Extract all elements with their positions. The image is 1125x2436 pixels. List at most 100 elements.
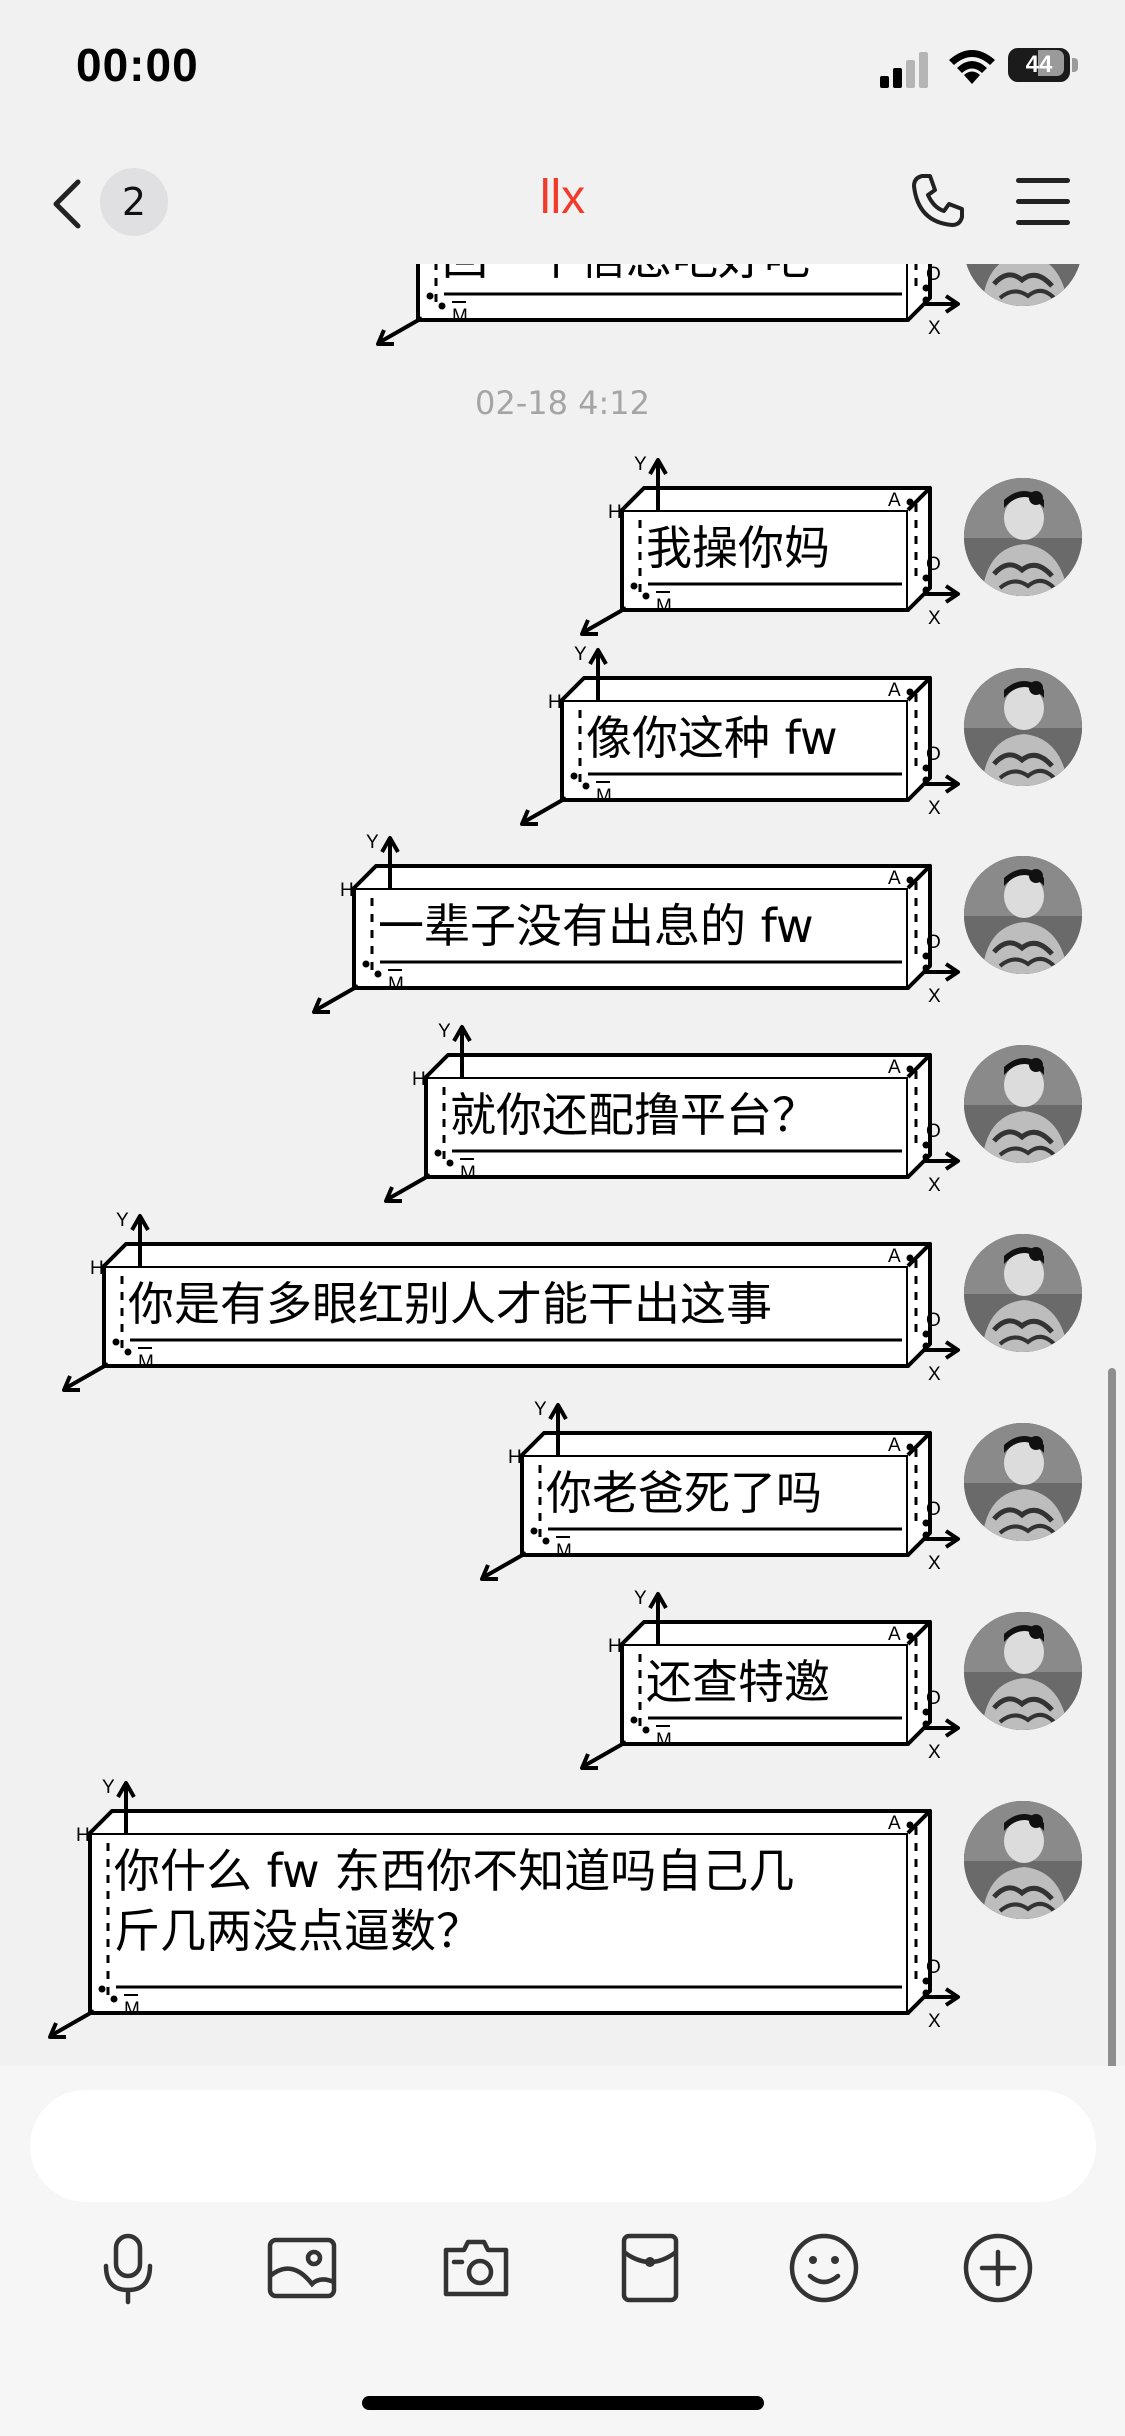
frame-axis-label: H	[76, 1825, 90, 1846]
sender-avatar[interactable]	[964, 1801, 1082, 1919]
frame-axis-label: X	[928, 1553, 941, 1574]
frame-dot	[922, 1342, 930, 1350]
frame-dot	[922, 764, 930, 772]
frame-axis-label: A	[888, 1246, 901, 1267]
frame-axis-label: O	[926, 264, 941, 285]
composer-area	[0, 2066, 1125, 2436]
frame-axis-label: O	[926, 554, 941, 575]
frame-axis-label: H	[412, 1069, 426, 1090]
frame-dot	[922, 1141, 930, 1149]
frame-dot	[906, 1821, 914, 1829]
frame-axis-label: H	[608, 1636, 622, 1657]
message-list[interactable]: 02-18 4:12 AOXM回一下信息吧好吧YHAOXM我操你妈YHAOXM像…	[0, 264, 1125, 2066]
message-timestamp: 02-18 4:12	[474, 384, 650, 422]
frame-axis-label: M	[556, 1541, 572, 1562]
camera-icon[interactable]	[436, 2228, 516, 2308]
frame-dot	[906, 1443, 914, 1451]
frame-dot	[438, 302, 446, 310]
message-text[interactable]: 你什么 fw 东西你不知道吗自己几斤几两没点逼数？	[114, 1841, 794, 1961]
frame-dot	[922, 1989, 930, 1997]
frame-axis-label: H	[508, 1447, 522, 1468]
unread-count-badge: 2	[100, 168, 168, 236]
sender-avatar[interactable]	[964, 668, 1082, 786]
frame-dot	[642, 592, 650, 600]
frame-axis-label: Y	[116, 1210, 129, 1231]
frame-dot	[542, 1537, 550, 1545]
frame-dot	[922, 964, 930, 972]
frame-dot	[374, 970, 382, 978]
frame-dot	[922, 1519, 930, 1527]
frame-dot	[922, 1720, 930, 1728]
frame-axis-label: M	[460, 1163, 476, 1184]
sender-avatar[interactable]	[964, 1612, 1082, 1730]
frame-dot	[906, 688, 914, 696]
frame-dot	[642, 1726, 650, 1734]
frame-dot	[112, 1338, 120, 1346]
frame-dot	[570, 772, 578, 780]
frame-dot	[446, 1159, 454, 1167]
message-row: AOXM回一下信息吧好吧	[0, 264, 1125, 346]
frame-dot	[922, 574, 930, 582]
frame-dot	[906, 876, 914, 884]
message-text-line: 你是有多眼红别人才能干出这事	[128, 1277, 772, 1331]
message-text[interactable]: 我操你妈	[646, 518, 830, 578]
frame-axis-label: Y	[534, 1399, 547, 1420]
frame-axis-label: Y	[574, 644, 587, 665]
sender-avatar[interactable]	[964, 478, 1082, 596]
image-icon[interactable]	[262, 2228, 342, 2308]
frame-dot	[630, 582, 638, 590]
message-text[interactable]: 像你这种 fw	[586, 708, 838, 768]
message-text-line: 一辈子没有出息的 fw	[378, 899, 814, 953]
sender-avatar[interactable]	[964, 1045, 1082, 1163]
message-text-line: 你什么 fw 东西你不知道吗自己几	[114, 1844, 795, 1898]
cellular-signal-icon	[880, 52, 928, 88]
emoji-icon[interactable]	[784, 2228, 864, 2308]
frame-axis-label: M	[656, 596, 672, 617]
frame-dot	[530, 1527, 538, 1535]
message-text[interactable]: 一辈子没有出息的 fw	[378, 896, 814, 956]
status-bar: 00:00 44	[0, 0, 1125, 140]
sender-avatar[interactable]	[964, 856, 1082, 974]
microphone-icon[interactable]	[88, 2228, 168, 2308]
message-text-line: 我操你妈	[646, 521, 830, 575]
back-button[interactable]: 2	[50, 168, 180, 240]
frame-axis-label: A	[888, 868, 901, 889]
frame-dot	[922, 1330, 930, 1338]
frame-dot	[922, 284, 930, 292]
message-input[interactable]	[30, 2090, 1096, 2202]
message-text[interactable]: 你老爸死了吗	[546, 1463, 822, 1523]
phone-call-button[interactable]	[908, 170, 968, 230]
frame-axis-label: A	[888, 490, 901, 511]
chevron-left-icon	[53, 179, 81, 229]
message-text[interactable]: 就你还配撸平台？	[450, 1085, 818, 1145]
message-text-line: 回一下信息吧好吧	[442, 264, 810, 285]
message-text-line: 还查特邀	[646, 1655, 830, 1709]
menu-icon[interactable]	[1012, 174, 1074, 230]
message-text-line: 斤几两没点逼数？	[114, 1904, 482, 1958]
frame-axis-label: M	[452, 306, 468, 327]
scrollbar[interactable]	[1108, 1368, 1116, 2066]
frame-axis-label: X	[928, 986, 941, 1007]
sender-avatar[interactable]	[964, 264, 1082, 306]
sender-avatar[interactable]	[964, 1423, 1082, 1541]
frame-dot	[426, 292, 434, 300]
frame-dot	[922, 1153, 930, 1161]
message-text[interactable]: 你是有多眼红别人才能干出这事	[128, 1274, 772, 1334]
chat-title[interactable]: llx	[539, 171, 586, 224]
message-text[interactable]: 回一下信息吧好吧	[442, 264, 810, 288]
red-packet-icon[interactable]	[610, 2228, 690, 2308]
plus-icon[interactable]	[958, 2228, 1038, 2308]
message-text[interactable]: 还查特邀	[646, 1652, 830, 1712]
home-indicator[interactable]	[362, 2396, 764, 2410]
sender-avatar[interactable]	[964, 1234, 1082, 1352]
frame-dot	[922, 1977, 930, 1985]
frame-axis-label: H	[608, 502, 622, 523]
frame-axis-label: A	[888, 1624, 901, 1645]
frame-dot	[906, 1065, 914, 1073]
